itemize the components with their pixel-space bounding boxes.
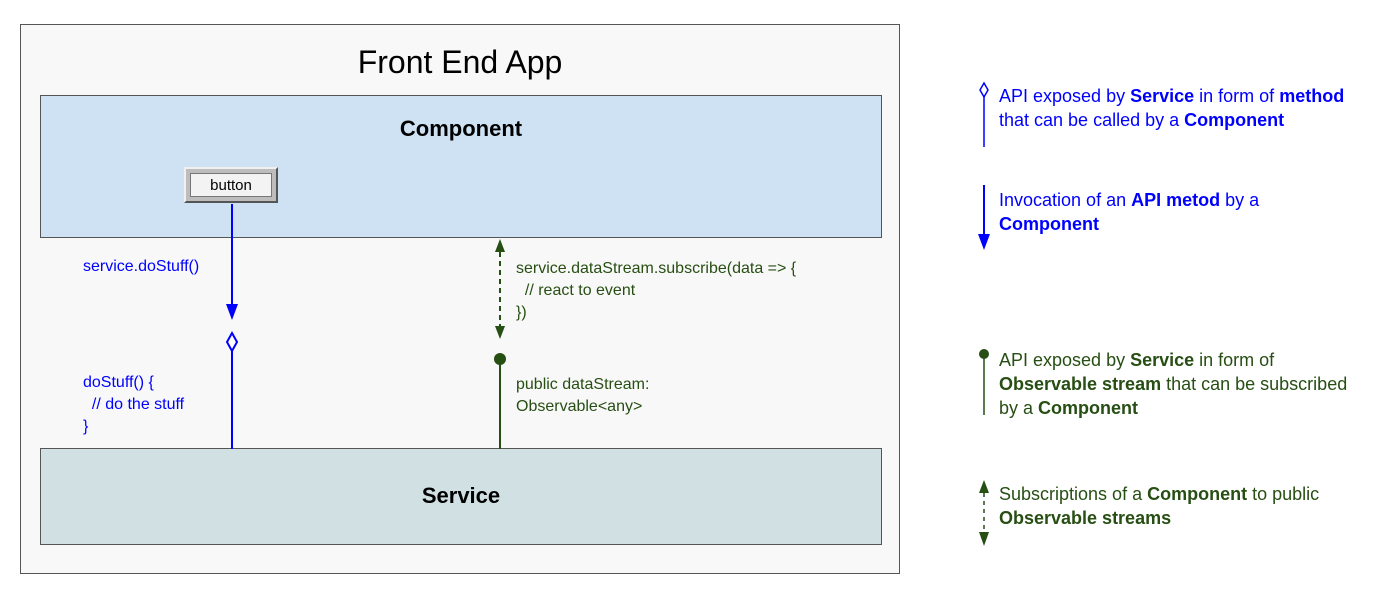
legend-observable-api-icon — [979, 349, 989, 415]
legend-invocation-arrow-icon — [978, 185, 990, 250]
ui-button[interactable]: button — [184, 167, 278, 203]
subscribe-code: service.dataStream.subscribe(data => { /… — [516, 260, 797, 321]
observable-api-circle-icon — [494, 353, 506, 449]
invocation-arrow-icon — [226, 204, 238, 320]
legend-method-api-text: API exposed by Service in form of method… — [999, 86, 1345, 130]
method-definition: doStuff() { // do the stuff } — [83, 374, 185, 435]
service-box — [40, 448, 882, 545]
app-title: Front End App — [357, 44, 563, 80]
legend-subscription-arrow-icon — [979, 480, 989, 546]
stream-declaration: public dataStream: Observable<any> — [516, 376, 650, 415]
service-call-label: service.doStuff() — [83, 258, 200, 275]
ui-button-label: button — [190, 173, 272, 197]
legend-method-api-icon — [979, 81, 989, 147]
component-box — [40, 95, 882, 238]
subscription-arrow-icon — [495, 239, 505, 339]
service-label: Service — [421, 483, 501, 508]
method-api-diamond-icon — [225, 330, 239, 449]
component-label: Component — [399, 116, 523, 141]
